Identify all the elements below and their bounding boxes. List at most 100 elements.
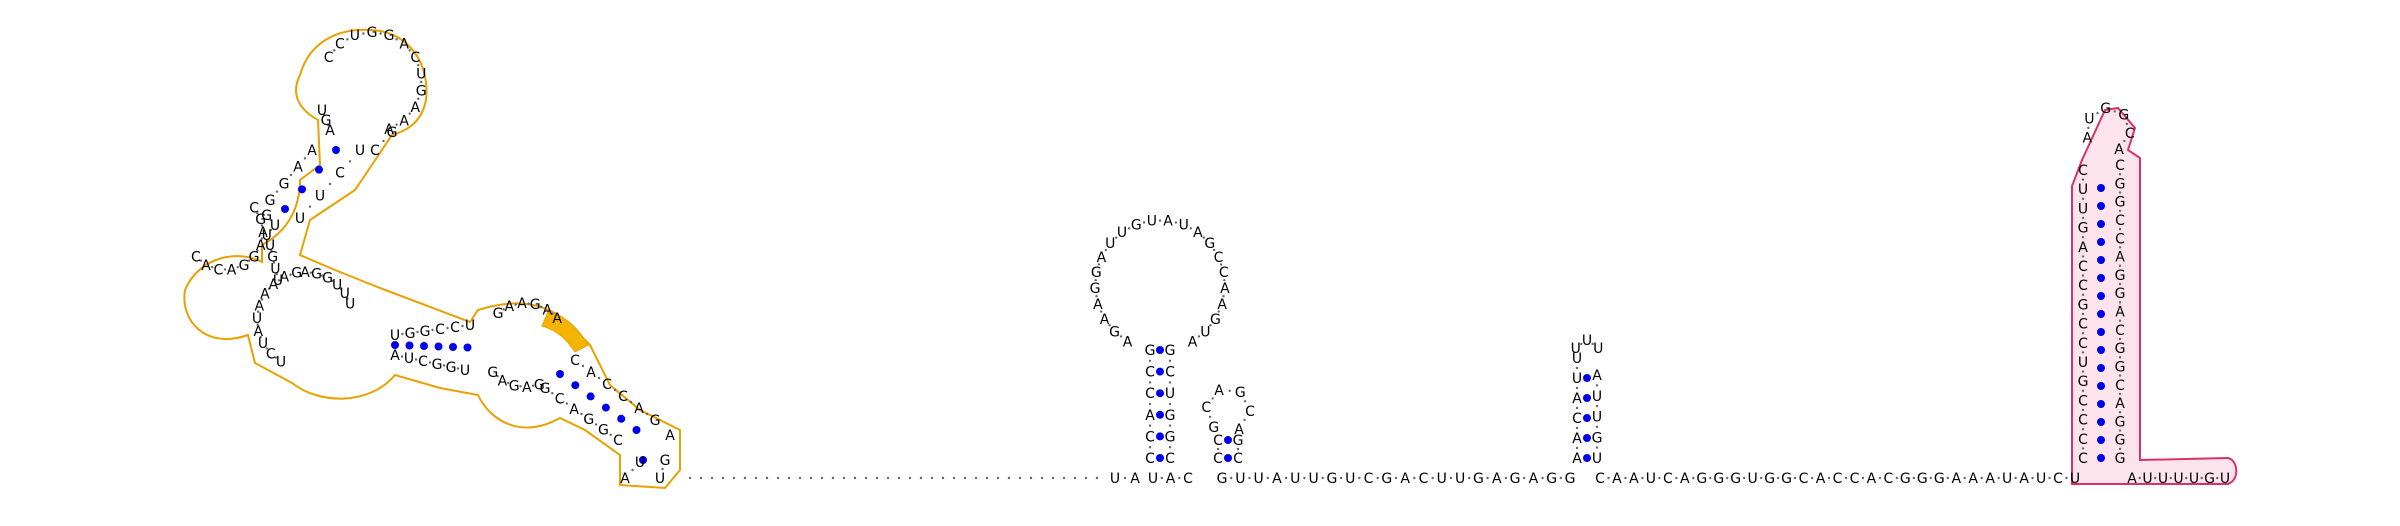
hairpin-stem-nt: G	[1165, 408, 1176, 424]
hairpin-loop-nucleotide: G	[1109, 325, 1120, 341]
backbone-dot	[1266, 476, 1269, 480]
stem-nt: G	[261, 208, 272, 224]
backbone-dot	[1595, 384, 1599, 387]
backbone-dot	[2118, 429, 2122, 432]
long-stem-nt: U	[2078, 182, 2088, 198]
backbone-dot	[2185, 476, 2188, 480]
backbone-dot	[260, 237, 264, 240]
strand-nt: G	[1713, 471, 1724, 487]
backbone-dot	[1709, 476, 1712, 480]
stem-nt: A	[293, 160, 303, 176]
backbone-dot	[2048, 476, 2051, 480]
left-loop-nucleotide: A	[201, 258, 211, 274]
tail-nt: U	[2173, 471, 2183, 487]
backbone-dot	[2081, 351, 2085, 354]
backbone-dot	[1997, 476, 2000, 480]
backbone-dot	[1168, 402, 1172, 406]
backbone-dot	[963, 476, 967, 480]
backbone-dot	[395, 38, 398, 41]
backbone-dot	[1160, 476, 1163, 480]
hairpin-loop-nucleotide: A	[1193, 225, 1203, 241]
backbone-dot	[223, 268, 227, 271]
right-loop-nucleotide: G	[487, 365, 498, 381]
linker-nt: A	[1130, 471, 1140, 487]
backbone-dot	[1208, 415, 1212, 419]
backbone-dot	[721, 476, 725, 480]
backbone-dot	[269, 228, 273, 232]
backbone-dot	[594, 423, 598, 426]
strand-nt: A	[1867, 471, 1877, 487]
small-stem-nt: C	[1233, 451, 1243, 467]
stem-nt: A	[307, 143, 317, 159]
backbone-dot	[1810, 476, 1814, 480]
left-loop-nucleotide: G	[239, 258, 250, 274]
hairpin-stem-nt: C	[1165, 365, 1175, 381]
backbone-dot	[688, 476, 692, 480]
base-pair-dot	[1156, 410, 1164, 419]
backbone-dot	[1449, 476, 1453, 480]
lower-stem-nt: A	[634, 401, 644, 417]
backbone-dot	[236, 265, 239, 269]
right-loop-nucleotide: A	[498, 373, 508, 389]
right-loop-nucleotide: G	[509, 379, 520, 395]
stem-nt: U	[355, 143, 365, 159]
hairpin-loop-nucleotide: U	[1179, 217, 1189, 233]
backbone-dot	[456, 367, 460, 370]
mid-loop-nucleotide: A	[280, 270, 290, 286]
backbone-dot	[1148, 381, 1152, 384]
backbone-dot	[420, 80, 423, 84]
base-pair-dot	[315, 165, 323, 174]
backbone-dot	[1212, 248, 1216, 252]
long-stem-nt: C	[2078, 413, 2088, 429]
backbone-dot	[346, 297, 349, 300]
backbone-dot	[974, 476, 978, 480]
stem-nt: G	[265, 193, 276, 209]
backbone-dot	[1174, 221, 1178, 224]
backbone-dot	[267, 287, 271, 290]
base-pair-dot	[2097, 328, 2105, 336]
hairpin-loop-nucleotide: A	[1217, 297, 1227, 313]
backbone-dot	[260, 298, 264, 301]
backbone-dot	[259, 335, 262, 339]
base-pair-dots	[281, 146, 2105, 464]
backbone-dot	[1229, 476, 1233, 480]
lower-stem-nt: A	[569, 402, 579, 418]
tail-nt: U	[2189, 471, 2199, 487]
long-loop-nt: A	[2083, 131, 2093, 147]
strand-nt: A	[1816, 471, 1826, 487]
backbone-dot	[2118, 172, 2122, 176]
backbone-dot	[303, 157, 307, 160]
long-stem-nt: G	[2115, 359, 2126, 375]
backbone-dot	[428, 361, 432, 364]
backbone-dot	[1339, 476, 1343, 480]
base-pair-dot	[1156, 346, 1164, 354]
backbone-dot	[408, 112, 411, 115]
small-loop-nucleotide: A	[1234, 422, 1244, 438]
backbone-dot	[1793, 476, 1797, 480]
strand-nt: C	[1364, 471, 1374, 487]
mid-loop-nucleotide: A	[255, 298, 265, 314]
base-pair-dot	[1156, 432, 1164, 441]
base-pair-dot	[391, 341, 399, 349]
stem-nt: G	[279, 176, 290, 192]
backbone-dot	[629, 400, 633, 404]
strand-nt: G	[1696, 471, 1707, 487]
backbone-dot	[754, 476, 758, 480]
top-loop-nucleotide: U	[350, 28, 360, 44]
long-stem-nt: C	[2078, 432, 2088, 448]
base-pair-dot	[601, 403, 610, 412]
backbone-dot	[1504, 476, 1508, 480]
backbone-dot	[328, 182, 332, 186]
base-pair-dot	[1156, 367, 1164, 376]
backbone-dot	[308, 205, 312, 208]
mid-loop-nucleotide: G	[322, 271, 333, 287]
strand-nt: C	[2053, 471, 2063, 487]
right-loop-nucleotide: A	[504, 299, 514, 315]
strand-nt: A	[1951, 471, 1961, 487]
backbone-dot	[1595, 404, 1599, 408]
long-stem-nt: C	[2115, 378, 2125, 394]
strand-nt: U	[1437, 471, 1447, 487]
backbone-dot	[269, 218, 273, 222]
